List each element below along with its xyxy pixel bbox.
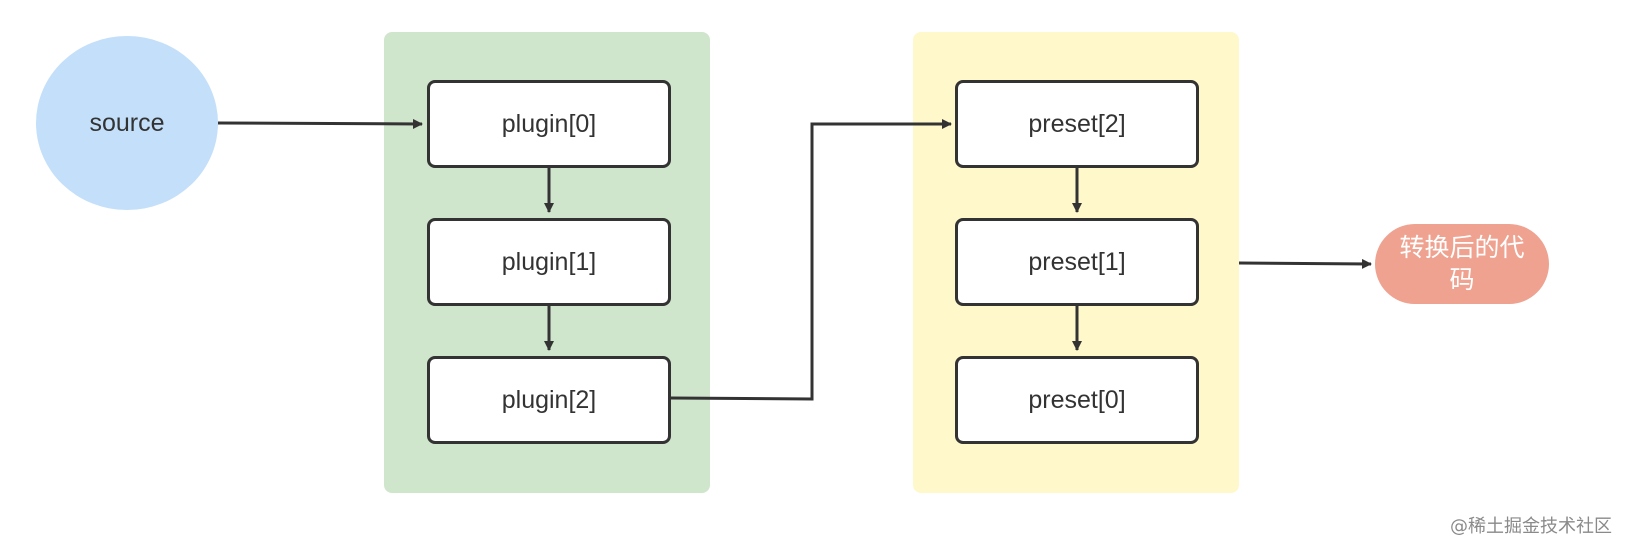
preset-node-2: preset[2] <box>955 80 1199 168</box>
preset-label: preset[2] <box>1028 109 1126 138</box>
watermark: @稀土掘金技术社区 <box>1450 516 1612 537</box>
plugin-node-1: plugin[1] <box>427 218 671 306</box>
preset-node-1: preset[1] <box>955 218 1199 306</box>
preset-label: preset[0] <box>1028 385 1126 414</box>
plugin-label: plugin[1] <box>501 247 597 276</box>
plugin-node-2: plugin[2] <box>427 356 671 444</box>
edge-source-to-plugin0 <box>217 118 423 129</box>
source-label: source <box>89 108 165 137</box>
source-node: source <box>36 36 218 210</box>
plugin-node-0: plugin[0] <box>427 80 671 168</box>
edge-plugin2-to-preset2 <box>670 119 952 401</box>
output-label: 转换后的代码 <box>1399 234 1525 294</box>
preset-node-0: preset[0] <box>955 356 1199 444</box>
edge-presets-to-output <box>1238 258 1372 269</box>
output-node: 转换后的代码 <box>1375 224 1549 304</box>
plugin-label: plugin[2] <box>501 385 597 414</box>
preset-label: preset[1] <box>1028 247 1126 276</box>
plugin-label: plugin[0] <box>501 109 597 138</box>
